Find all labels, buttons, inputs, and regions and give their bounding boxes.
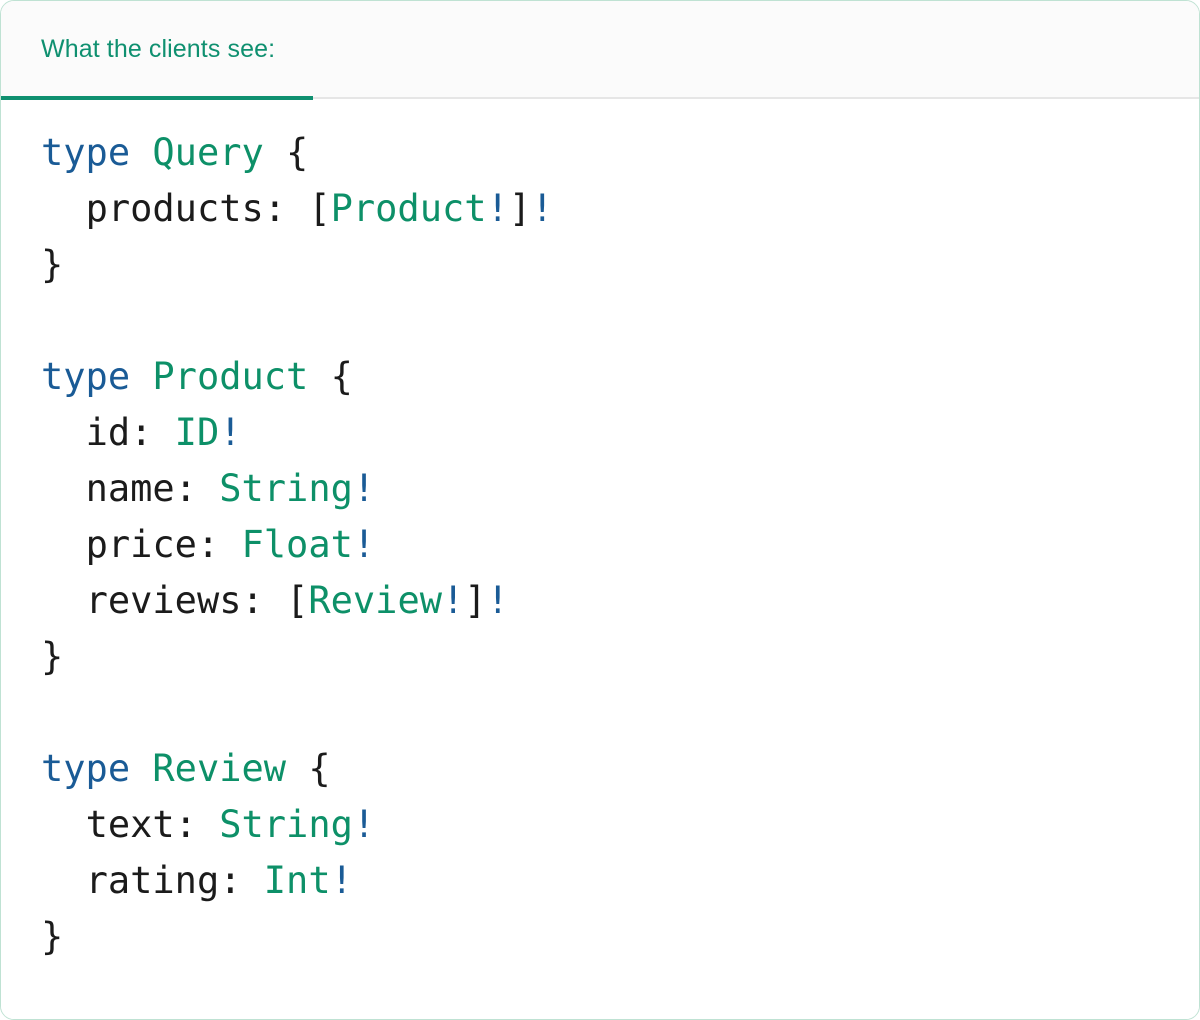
tab-label: What the clients see:: [41, 34, 276, 63]
code-token-field: rating:: [85, 859, 242, 902]
code-token-field: text:: [85, 803, 197, 846]
code-token-punc: }: [41, 635, 64, 678]
code-line: }: [41, 237, 1199, 293]
code-token-punc: {: [286, 747, 331, 790]
code-token-punc: [: [308, 187, 331, 230]
code-token-punc: [242, 859, 264, 902]
code-token-type: Review: [308, 579, 442, 622]
code-token-kw: type: [41, 355, 131, 398]
code-token-bang: !: [219, 411, 242, 454]
code-line: type Product {: [41, 349, 1199, 405]
code-token-punc: [130, 131, 152, 174]
code-token-punc: [219, 523, 241, 566]
code-token-punc: [264, 579, 286, 622]
code-token-field: reviews:: [85, 579, 264, 622]
code-token-punc: {: [263, 131, 309, 174]
code-line: reviews: [Review!]!: [41, 573, 1199, 629]
code-token-punc: [197, 803, 219, 846]
code-token-punc: [130, 747, 152, 790]
code-token-type: Review: [152, 747, 287, 790]
code-token-bang: !: [486, 579, 509, 622]
code-token-punc: ]: [508, 187, 532, 230]
code-token-type: String: [219, 803, 353, 846]
code-line: rating: Int!: [41, 853, 1199, 909]
code-token-punc: }: [41, 915, 64, 958]
code-line: id: ID!: [41, 405, 1199, 461]
code-token-type: Float: [241, 523, 353, 566]
code-token-type: ID: [174, 411, 220, 454]
code-token-type: String: [219, 467, 353, 510]
code-line: }: [41, 629, 1199, 685]
code-token-kw: type: [41, 747, 131, 790]
tab-bar: What the clients see:: [1, 1, 1199, 100]
code-line: }: [41, 909, 1199, 965]
code-token-kw: type: [41, 131, 131, 174]
code-token-field: products:: [85, 187, 287, 230]
code-line: type Query {: [41, 125, 1199, 181]
code-line: price: Float!: [41, 517, 1199, 573]
tab-what-the-clients-see[interactable]: What the clients see:: [1, 1, 314, 100]
code-token-bang: !: [330, 859, 353, 902]
graphql-schema-code: type Query { products: [Product!]!} type…: [41, 125, 1199, 965]
code-line: products: [Product!]!: [41, 181, 1199, 237]
code-token-type: Product: [330, 187, 487, 230]
code-line: name: String!: [41, 461, 1199, 517]
code-token-type: Int: [263, 859, 331, 902]
code-token-punc: [197, 467, 219, 510]
code-token-field: price:: [85, 523, 220, 566]
code-token-punc: ]: [464, 579, 487, 622]
code-token-punc: [152, 411, 174, 454]
code-token-punc: {: [308, 355, 353, 398]
code-line: [41, 685, 1199, 741]
code-viewer[interactable]: type Query { products: [Product!]!} type…: [1, 99, 1199, 1019]
code-token-punc: [286, 187, 308, 230]
code-token-bang: !: [442, 579, 465, 622]
code-line: text: String!: [41, 797, 1199, 853]
code-token-field: name:: [85, 467, 197, 510]
code-token-bang: !: [352, 803, 376, 846]
code-token-punc: [130, 355, 152, 398]
code-token-bang: !: [352, 467, 376, 510]
code-token-type: Query: [152, 131, 264, 174]
code-token-bang: !: [531, 187, 554, 230]
code-token-punc: }: [41, 243, 64, 286]
code-token-punc: [: [286, 579, 309, 622]
code-line: type Review {: [41, 741, 1199, 797]
code-token-bang: !: [486, 187, 509, 230]
code-token-bang: !: [352, 523, 376, 566]
code-token-type: Product: [152, 355, 309, 398]
code-line: [41, 293, 1199, 349]
code-token-field: id:: [85, 411, 153, 454]
